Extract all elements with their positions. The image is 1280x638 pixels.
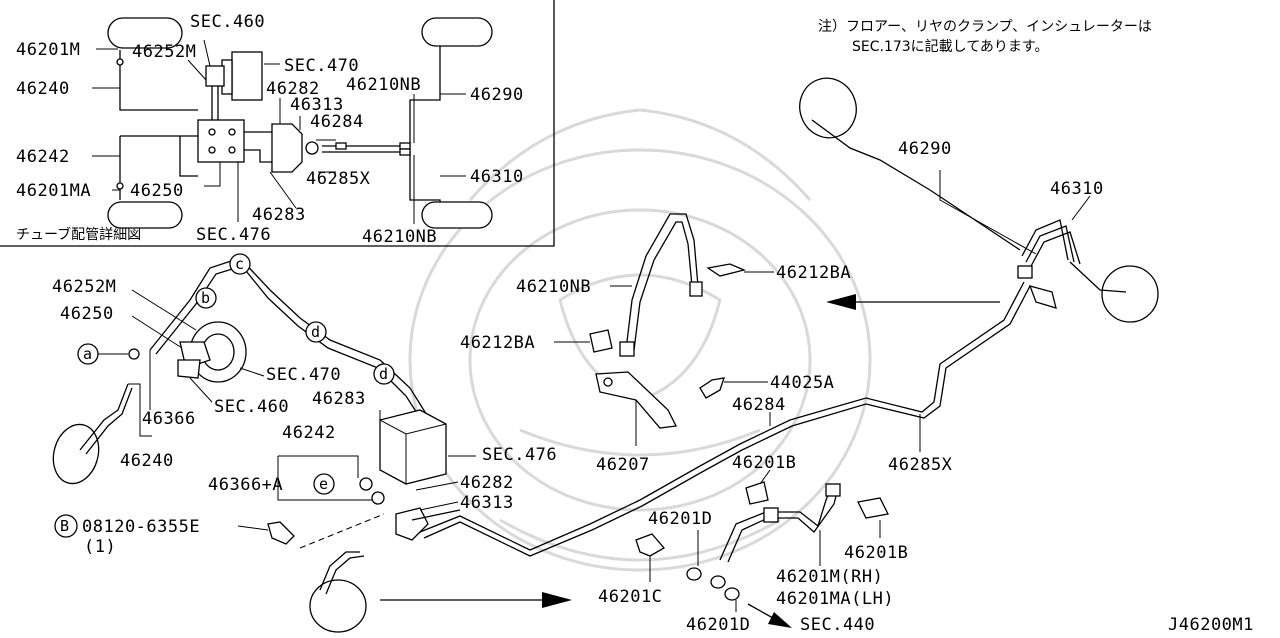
inset-border xyxy=(0,0,555,247)
inset-wheel-rear-left xyxy=(107,201,183,229)
label-46201d-top: 46201D xyxy=(648,509,712,529)
label-46283: 46283 xyxy=(312,389,366,409)
label-46366: 46366 xyxy=(142,409,196,429)
inset-label-46282: 46282 xyxy=(266,79,320,99)
label-46282: 46282 xyxy=(460,473,514,493)
label-46201d-bottom: 46201D xyxy=(686,615,750,635)
label-sec476: SEC.476 xyxy=(482,445,557,465)
main-assembly: a b c d d e B 46290 46310 46212BA 46210N… xyxy=(52,77,1254,635)
inset-pipe-46240 xyxy=(119,50,198,111)
inset-wheel-front-right xyxy=(421,17,493,47)
label-46207: 46207 xyxy=(596,455,650,475)
inset-label-46310: 46310 xyxy=(470,167,524,187)
note-line-2: SEC.173に記載してあります。 xyxy=(852,38,1048,55)
clip-46201b-bottom xyxy=(857,497,889,519)
valve-46282 xyxy=(395,507,429,541)
callout-d2-circle xyxy=(373,363,395,385)
label-46210nb: 46210NB xyxy=(516,277,591,297)
bolt-marker: B xyxy=(60,517,70,535)
bolt-46201c xyxy=(635,533,666,557)
inset-label-46283: 46283 xyxy=(252,205,306,225)
inset-label-46284: 46284 xyxy=(310,112,364,132)
inset-label-46252m: 46252M xyxy=(132,42,196,62)
callout-e-circle xyxy=(313,473,335,495)
inset-wheel-rear-right xyxy=(421,201,493,229)
clip-46201b-top xyxy=(745,481,769,505)
callout-a: a xyxy=(83,345,93,363)
inset-wheel-front-left xyxy=(107,17,183,49)
front-right-disc xyxy=(309,579,367,633)
label-46285x: 46285X xyxy=(888,455,953,475)
label-bolt-08120: 08120-6355E xyxy=(82,517,200,537)
label-46240: 46240 xyxy=(120,451,174,471)
callout-b: b xyxy=(201,289,211,307)
label-sec440: SEC.440 xyxy=(800,615,875,635)
label-46313: 46313 xyxy=(460,493,514,513)
callout-d2: d xyxy=(379,365,389,383)
label-46201c: 46201C xyxy=(598,587,662,607)
washer-46201d-bottom xyxy=(724,587,740,601)
label-44025a: 44025A xyxy=(770,373,834,393)
watermark-emblem xyxy=(408,108,872,572)
inset-caption: チューブ配管詳細図 xyxy=(16,226,141,243)
diagram-code: J46200M1 xyxy=(1168,615,1254,635)
inset-label-46313: 46313 xyxy=(290,95,344,115)
clip-46212ba-right xyxy=(706,263,747,277)
label-46201b-top: 46201B xyxy=(732,453,796,473)
label-46284: 46284 xyxy=(732,395,786,415)
callout-c-circle xyxy=(229,253,251,275)
label-sec470: SEC.470 xyxy=(266,365,341,385)
inset-label-46250: 46250 xyxy=(130,181,184,201)
inset-label-sec476: SEC.476 xyxy=(196,225,271,245)
label-46242: 46242 xyxy=(282,423,336,443)
label-46201ma-lh: 46201MA(LH) xyxy=(776,589,894,609)
inset-valve xyxy=(271,123,303,173)
inset-booster xyxy=(231,51,263,101)
inset-label-46201m: 46201M xyxy=(16,40,80,60)
bolt-44025a xyxy=(699,377,725,399)
inset-master-cylinder xyxy=(205,65,225,87)
label-46252m: 46252M xyxy=(52,277,116,297)
label-46290: 46290 xyxy=(898,139,952,159)
abs-actuator-sec476 xyxy=(379,409,447,485)
inset-label-46285x: 46285X xyxy=(306,169,371,189)
bolt-08120-6355e xyxy=(267,521,295,545)
label-46201b-bottom: 46201B xyxy=(844,543,908,563)
label-46250: 46250 xyxy=(60,304,114,324)
inset-label-46240: 46240 xyxy=(16,79,70,99)
callout-b-circle xyxy=(195,287,217,309)
inset-label-46242: 46242 xyxy=(16,147,70,167)
bolt-marker-circle xyxy=(54,514,78,538)
front-left-disc xyxy=(52,423,100,485)
label-bolt-qty: (1) xyxy=(84,537,116,557)
washer-46201d-top xyxy=(686,567,702,581)
callout-d1: d xyxy=(311,323,321,341)
inset-label-46201ma: 46201MA xyxy=(16,181,91,201)
label-46201m-rh: 46201M(RH) xyxy=(776,567,883,587)
callout-d1-circle xyxy=(305,321,327,343)
inset-label-46210nb-bottom: 46210NB xyxy=(362,227,437,247)
callout-c: c xyxy=(235,255,245,273)
label-46212ba-right: 46212BA xyxy=(776,263,851,283)
inset-label-sec470: SEC.470 xyxy=(284,56,359,76)
label-46212ba-left: 46212BA xyxy=(460,333,535,353)
label-46366a: 46366+A xyxy=(208,475,283,495)
inset-tube-detail: SEC.460 46201M 46252M SEC.470 46240 4628… xyxy=(0,0,555,247)
callout-e: e xyxy=(319,475,329,493)
note-line-1: 注）フロアー、リヤのクランプ、インシュレーターは xyxy=(818,19,1152,35)
rear-right-disc xyxy=(799,77,857,139)
inset-actuator xyxy=(197,119,245,163)
inset-label-46290: 46290 xyxy=(470,85,524,105)
label-sec460: SEC.460 xyxy=(214,397,289,417)
clip-46212ba-left xyxy=(589,329,613,353)
rear-left-disc xyxy=(1101,265,1159,323)
label-46310: 46310 xyxy=(1050,179,1104,199)
inset-label-46210nb-top: 46210NB xyxy=(346,75,421,95)
inset-label-sec460: SEC.460 xyxy=(190,12,265,32)
